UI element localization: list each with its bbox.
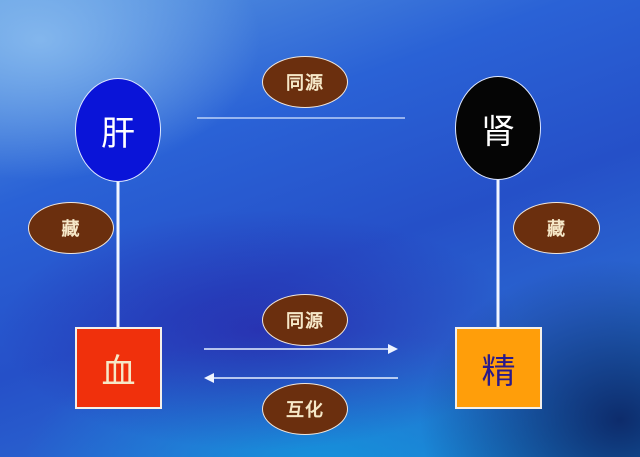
right-store-text: 藏 — [547, 219, 566, 240]
mutual-transform-text: 互化 — [286, 400, 324, 421]
left-store-text: 藏 — [61, 219, 81, 240]
liver-label: 肝 — [101, 113, 135, 154]
essence-label: 精 — [481, 351, 516, 392]
liver-node: 肝 — [75, 78, 161, 182]
right-store-label: 藏 — [513, 202, 600, 254]
bottom-same-source-text: 同源 — [286, 311, 324, 332]
top-same-source-text: 同源 — [286, 73, 324, 94]
essence-node: 精 — [455, 327, 542, 409]
blood-node: 血 — [75, 327, 162, 409]
blood-label: 血 — [101, 351, 136, 392]
top-same-source-label: 同源 — [262, 56, 348, 108]
mutual-transform-label: 互化 — [262, 383, 348, 435]
kidney-label: 肾 — [481, 111, 515, 152]
left-store-label: 藏 — [28, 202, 114, 254]
kidney-node: 肾 — [455, 76, 541, 180]
bottom-same-source-label: 同源 — [262, 294, 348, 346]
